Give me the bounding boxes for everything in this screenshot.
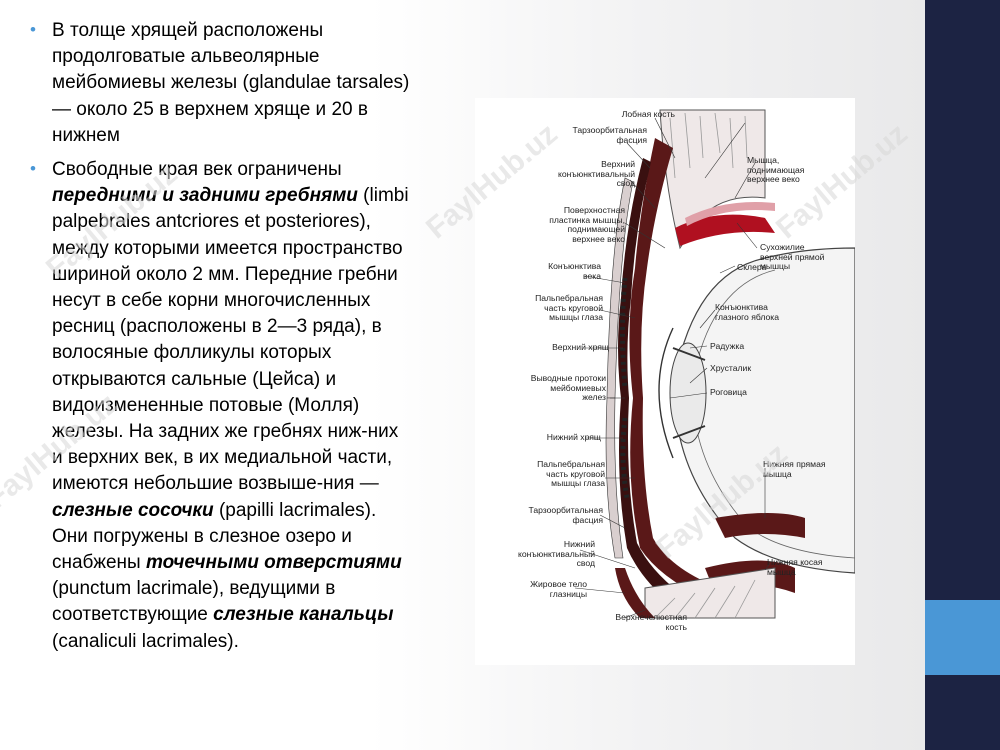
bullet-item: Свободные края век ограничены передними … [28,156,413,655]
bullet-text: В толще хрящей расположены продолговатые… [52,20,410,146]
bullet-text: (papilli lacrimales). Они погружены в сл… [52,499,377,574]
bullet-text: Свободные края век ограничены [52,159,342,181]
label-lower-tarsus: Нижний хрящ [546,432,601,442]
label-upper-tarsus: Верхний хрящ [552,342,609,352]
label-tarsoorbital-fascia-lower: Тарзоорбитальная фасция [528,505,603,525]
label-superficial-plate: Поверхностная пластинка мышцы, поднимающ… [549,205,625,244]
emphasis-term: передними и задними гребнями [52,185,358,207]
label-inferior-oblique: Нижняя косая мышца [767,557,823,577]
label-upper-conjunctival-fornix: Верхний конъюнктивальный свод [558,159,635,189]
emphasis-term: слезные канальцы [213,604,394,626]
emphasis-term: точечными отверстиями [145,552,402,574]
label-inferior-rectus: Нижняя прямая мышца [763,459,826,479]
eyelid-anatomy-drawing [574,109,855,619]
bullet-text: (canaliculi lacrimales). [52,630,239,652]
label-cornea: Роговица [710,387,747,397]
bullet-text: (punctum lacrimale), ведущими в соответс… [52,578,336,626]
slide-text: В толще хрящей расположены продолговатые… [28,17,413,663]
label-palpebral-orbicularis-lower: Пальпебральная часть круговой мышцы глаз… [537,459,605,489]
sidebar-accent-block [925,600,1000,675]
emphasis-term: слезные сосочки [52,499,214,521]
label-levator-muscle: Мышца, поднимающая верхнее веко [747,155,805,185]
label-orbital-fat: Жировое тело глазницы [530,579,587,599]
label-iris: Радужка [710,341,745,351]
label-palpebral-orbicularis: Пальпебральная часть круговой мышцы глаз… [535,293,603,323]
label-eyelid-conjunctiva: Конъюнктива века [548,261,601,281]
bullet-text: (limbi palpebrales antcriores et posteri… [52,185,409,495]
label-lens: Хрусталик [710,363,752,373]
label-bulbar-conjunctiva: Конъюнктива глазного яблока [715,302,780,322]
label-maxillary-bone: Верхнечелюстная кость [615,612,687,632]
label-lower-conjunctival-fornix: Нижний конъюнктивальный свод [518,539,595,569]
eyelid-anatomy-figure: Лобная кость Тарзоорбитальная фасция Вер… [475,98,855,665]
label-meibomian-ducts: Выводные протоки мейбомиевых желез [530,373,606,403]
bullet-item: В толще хрящей расположены продолговатые… [28,17,413,149]
label-superior-rectus-tendon: Сухожилие верхней прямой мышцы [760,242,825,272]
label-frontal-bone: Лобная кость [621,109,675,119]
label-tarsoorbital-fascia: Тарзоорбитальная фасция [572,125,647,145]
label-sclera: Склера [737,262,767,272]
